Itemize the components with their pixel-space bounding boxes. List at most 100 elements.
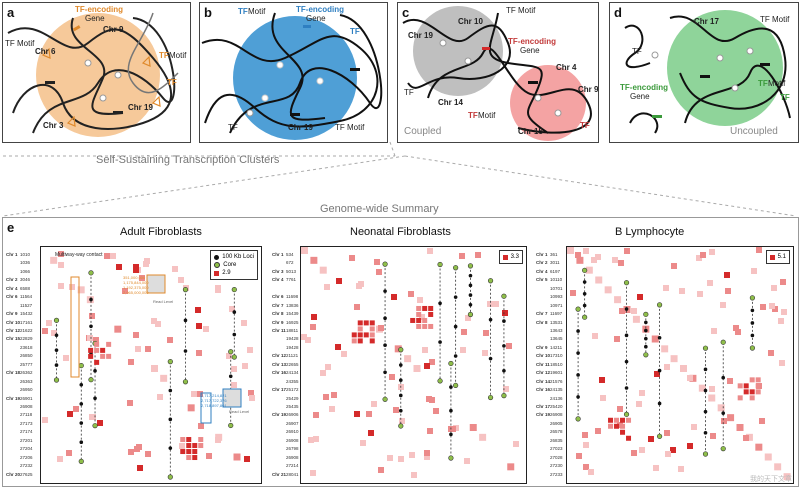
locus-dot (644, 336, 648, 341)
heat-cell (145, 346, 151, 352)
row-locus-label: 26798 (286, 446, 299, 452)
heat-cell (708, 394, 716, 402)
row-locus-label: 26835 (550, 437, 563, 443)
tf-label: TF (468, 111, 478, 120)
locus-dot (183, 349, 188, 353)
tf-motif-dot (261, 94, 269, 102)
cluster-cell (100, 347, 106, 353)
locus-dot (576, 351, 580, 355)
heat-cell (409, 452, 415, 458)
core-locus-dot (167, 359, 173, 365)
locus-dot (79, 402, 84, 406)
cluster-cell (186, 455, 192, 461)
motif-bar (290, 113, 300, 116)
row-chr-label: Chr 18 (6, 370, 21, 376)
core-locus-dot (398, 347, 404, 353)
core-locus-dot (437, 261, 443, 268)
heat-cell (249, 395, 255, 401)
tf-label: TF (167, 78, 177, 87)
row-locus-label: 25172 (286, 387, 299, 393)
heat-cell (599, 377, 605, 383)
locus-dot (383, 343, 387, 348)
locus-dot (54, 348, 59, 352)
heat-cell (614, 296, 622, 304)
cluster-cell (180, 449, 186, 455)
heat-cell (354, 304, 360, 310)
row-chr-label: Chr 8 (536, 319, 548, 325)
heat-cell (404, 355, 412, 363)
row-locus-label: 27232 (20, 463, 33, 469)
core-locus-dot (720, 339, 726, 345)
heat-cell (465, 315, 471, 321)
heat-cell (727, 378, 733, 384)
heat-cell (755, 443, 763, 451)
watermark: 我的天下文章 (750, 476, 792, 483)
heat-cell (419, 314, 425, 320)
row-locus-label: 10110 (550, 277, 563, 283)
heat-cell (592, 333, 598, 339)
row-locus-label: 15432 (20, 311, 33, 317)
row-locus-label: 16925 (286, 319, 299, 325)
row-chr-label: Chr 1 (6, 252, 18, 257)
tf-motif-label: TF Motif (506, 6, 536, 15)
tf-motif-dot (534, 94, 542, 102)
heat-cell (134, 446, 140, 452)
chromatin-strand (32, 17, 176, 134)
heat-cell (751, 268, 757, 274)
row-locus-label: 26908 (550, 412, 563, 418)
heat-cell (460, 347, 466, 353)
row-locus-label: 27023 (550, 446, 563, 452)
motif-bar (45, 81, 55, 84)
cluster-cell (363, 332, 369, 338)
heat-cell (411, 472, 417, 478)
chromatin-strand (488, 12, 549, 134)
heat-cell (128, 359, 134, 365)
heat-cell (179, 443, 185, 449)
heat-cell (567, 247, 574, 254)
core-locus-dot (92, 423, 98, 429)
heat-cell (709, 249, 715, 255)
heat-cell (378, 467, 384, 473)
chromatin-strand (684, 64, 791, 124)
heat-cell (206, 453, 212, 459)
heat-cell (301, 334, 307, 340)
row-locus-label: 18811 (286, 328, 299, 333)
panel-b-illustration (201, 12, 383, 140)
chr19-label: Chr 19 (288, 123, 313, 132)
row-locus-label: 22655 (286, 361, 299, 367)
heat-cell (167, 337, 173, 343)
row-locus-label: 27173 (20, 420, 33, 426)
tf-motif-label: TF Motif (760, 15, 790, 24)
row-chr-label: Chr 21 (272, 471, 287, 477)
heat-cell (310, 324, 316, 330)
heat-cell (595, 254, 601, 260)
inset-box-orange (146, 274, 166, 294)
cluster-cell (186, 443, 192, 449)
tf-motif-label: TF Motif (335, 123, 365, 132)
heat-cell (759, 418, 765, 424)
chromatin-strand (271, 12, 326, 121)
heat-cell (229, 306, 235, 312)
heat-cell (639, 390, 645, 396)
row-locus-label: 15439 (286, 311, 299, 317)
heat-cell (618, 260, 624, 266)
heat-cell (720, 302, 726, 308)
adult-heatmap-svg (42, 251, 255, 480)
transcription-cluster-green (667, 10, 783, 126)
heat-cell (679, 288, 685, 294)
heat-cell (93, 337, 99, 343)
locus-dot (449, 408, 453, 413)
cluster-cell (94, 341, 100, 347)
heat-cell (461, 329, 467, 335)
chromatin-strand (669, 15, 787, 110)
heat-cell (137, 465, 143, 471)
heat-cell (360, 440, 366, 446)
legend-core: Core (214, 261, 254, 269)
locus-dot (449, 432, 453, 437)
locus-dot (657, 368, 662, 373)
heat-cell (233, 453, 241, 461)
heat-cell (604, 286, 612, 294)
heat-cell (493, 301, 499, 307)
heat-cell (507, 463, 515, 471)
tf-triangle (141, 55, 151, 67)
